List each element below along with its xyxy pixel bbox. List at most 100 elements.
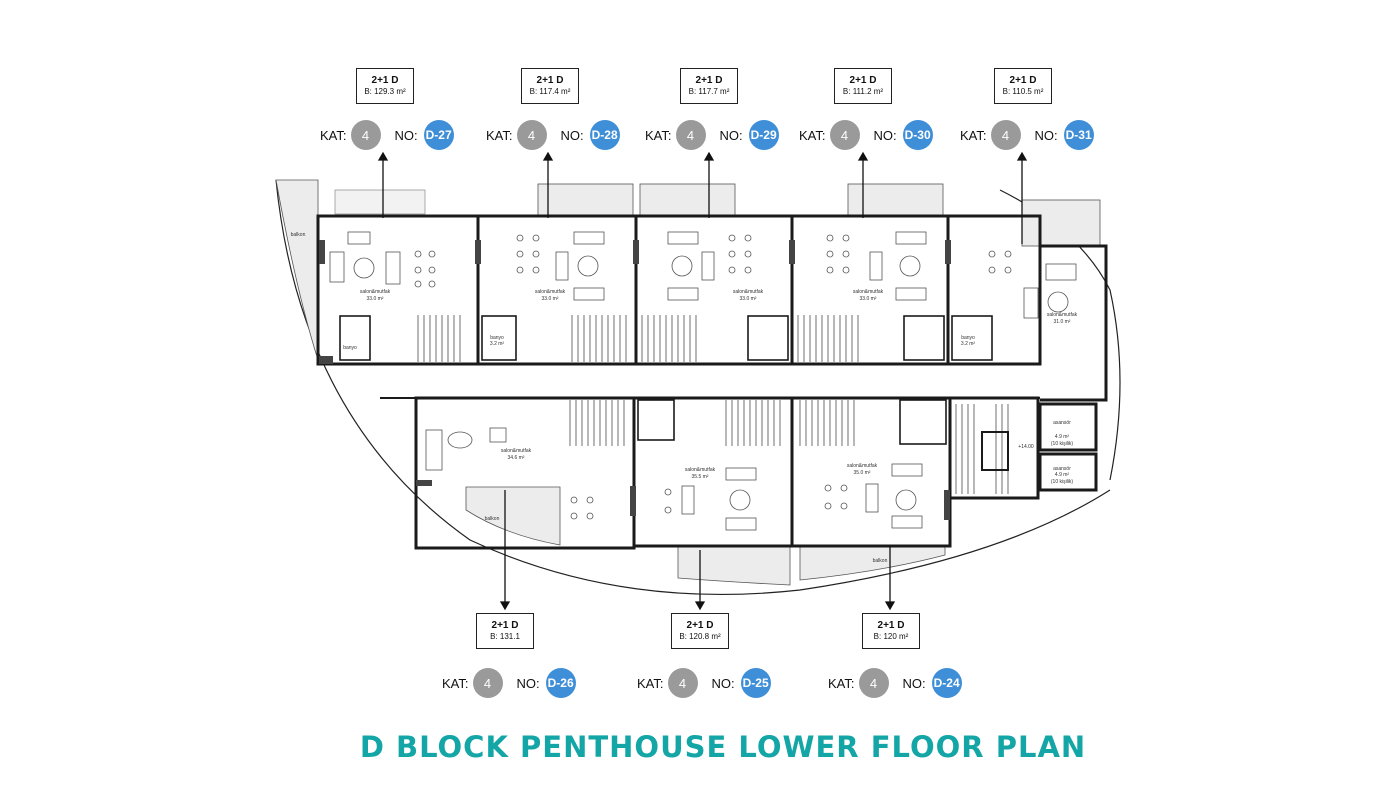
floor-badge: 4 <box>858 668 889 698</box>
unit-type: 2+1 D <box>695 75 723 86</box>
unit-tags-d27: KAT: 4 NO: D-27 <box>320 120 454 150</box>
balcony-strip <box>1021 199 1101 247</box>
unit-area: B: 120 m² <box>873 632 909 641</box>
room-label: salon&mutfak <box>501 448 532 454</box>
room-note: (10 kişilik) <box>1051 479 1074 485</box>
unit-area: B: 117.4 m² <box>529 87 571 96</box>
unit-tags-d26: KAT: 4 NO: D-26 <box>442 668 576 698</box>
room-area: 3.2 m² <box>490 341 505 347</box>
unit-info-d26: 2+1 D B: 131.1 <box>476 613 534 649</box>
balcony-strip <box>334 189 426 215</box>
number-label: NO: <box>719 127 743 143</box>
number-label: NO: <box>902 675 926 691</box>
unit-type: 2+1 D <box>536 75 564 86</box>
unit-area: B: 120.8 m² <box>679 632 721 641</box>
number-label: NO: <box>1034 127 1058 143</box>
unit-tags-d25: KAT: 4 NO: D-25 <box>637 668 771 698</box>
unit-info-d27: 2+1 D B: 129.3 m² <box>356 68 414 104</box>
room-area: 35.5 m² <box>692 474 709 480</box>
balcony-strip <box>639 183 736 217</box>
room-label: salon&mutfak <box>1047 312 1078 318</box>
floor-badge: 4 <box>516 120 547 150</box>
floor-label: KAT: <box>960 127 987 143</box>
room-label: salon&mutfak <box>685 467 716 473</box>
unit-area: B: 131.1 <box>490 632 520 641</box>
room-area: 4.9 m² <box>1055 434 1070 440</box>
room-area: 33.0 m² <box>367 296 384 302</box>
south-balcony <box>677 544 791 586</box>
room-area: 31.0 m² <box>1054 319 1071 325</box>
unit-tags-d24: KAT: 4 NO: D-24 <box>828 668 962 698</box>
south-balcony <box>799 544 946 581</box>
unit-number-badge[interactable]: D-28 <box>589 120 620 150</box>
number-label: NO: <box>711 675 735 691</box>
floor-label: KAT: <box>320 127 347 143</box>
floor-badge: 4 <box>472 668 503 698</box>
room-label: salon&mutfak <box>847 463 878 469</box>
unit-area: B: 129.3 m² <box>364 87 406 96</box>
room-note: (10 kişilik) <box>1051 441 1074 447</box>
room-label: asansör <box>1053 466 1071 472</box>
room-area: 33.0 m² <box>740 296 757 302</box>
number-label: NO: <box>560 127 584 143</box>
unit-tags-d28: KAT: 4 NO: D-28 <box>486 120 620 150</box>
room-label: banyo <box>961 335 975 341</box>
unit-tags-d31: KAT: 4 NO: D-31 <box>960 120 1094 150</box>
south-balcony <box>465 486 561 546</box>
room-label: salon&mutfak <box>535 289 566 295</box>
unit-info-d25: 2+1 D B: 120.8 m² <box>671 613 729 649</box>
floor-badge: 4 <box>829 120 860 150</box>
floor-label: KAT: <box>486 127 513 143</box>
balcony-strip <box>847 183 944 217</box>
unit-type: 2+1 D <box>491 620 519 631</box>
outer-curve <box>275 179 1111 596</box>
unit-number-badge[interactable]: D-27 <box>423 120 454 150</box>
floor-label: KAT: <box>828 675 855 691</box>
floor-label: KAT: <box>645 127 672 143</box>
room-area: 35.0 m² <box>854 470 871 476</box>
room-label: banyo <box>490 335 504 341</box>
unit-area: B: 110.5 m² <box>1002 87 1044 96</box>
west-balcony <box>275 179 319 361</box>
room-area: 3.2 m² <box>961 341 976 347</box>
unit-number-badge[interactable]: D-25 <box>740 668 771 698</box>
unit-type: 2+1 D <box>1009 75 1037 86</box>
room-label: balkon <box>291 232 306 238</box>
floor-badge: 4 <box>675 120 706 150</box>
unit-number-badge[interactable]: D-26 <box>545 668 576 698</box>
floor-badge: 4 <box>667 668 698 698</box>
room-label: balkon <box>485 516 500 522</box>
unit-number-badge[interactable]: D-24 <box>931 668 962 698</box>
unit-number-badge[interactable]: D-29 <box>748 120 779 150</box>
floor-label: KAT: <box>799 127 826 143</box>
level-mark: +14.00 <box>1018 444 1034 450</box>
balcony-strip <box>537 183 634 217</box>
room-label: banyo <box>343 345 357 351</box>
unit-type: 2+1 D <box>686 620 714 631</box>
room-area: 4.9 m² <box>1055 472 1070 478</box>
unit-area: B: 111.2 m² <box>842 87 884 96</box>
room-label: salon&mutfak <box>853 289 884 295</box>
unit-tags-d30: KAT: 4 NO: D-30 <box>799 120 933 150</box>
unit-info-d24: 2+1 D B: 120 m² <box>862 613 920 649</box>
unit-type: 2+1 D <box>371 75 399 86</box>
floor-badge: 4 <box>990 120 1021 150</box>
number-label: NO: <box>394 127 418 143</box>
unit-info-d28: 2+1 D B: 117.4 m² <box>521 68 579 104</box>
unit-type: 2+1 D <box>849 75 877 86</box>
room-label: salon&mutfak <box>360 289 391 295</box>
floor-label: KAT: <box>637 675 664 691</box>
unit-number-badge[interactable]: D-31 <box>1063 120 1094 150</box>
unit-tags-d29: KAT: 4 NO: D-29 <box>645 120 779 150</box>
floor-badge: 4 <box>350 120 381 150</box>
unit-number-badge[interactable]: D-30 <box>902 120 933 150</box>
number-label: NO: <box>516 675 540 691</box>
room-label: asansör <box>1053 420 1071 426</box>
unit-area: B: 117.7 m² <box>688 87 730 96</box>
room-label: salon&mutfak <box>733 289 764 295</box>
unit-info-d30: 2+1 D B: 111.2 m² <box>834 68 892 104</box>
room-area: 34.6 m² <box>508 455 525 461</box>
unit-info-d31: 2+1 D B: 110.5 m² <box>994 68 1052 104</box>
unit-info-d29: 2+1 D B: 117.7 m² <box>680 68 738 104</box>
